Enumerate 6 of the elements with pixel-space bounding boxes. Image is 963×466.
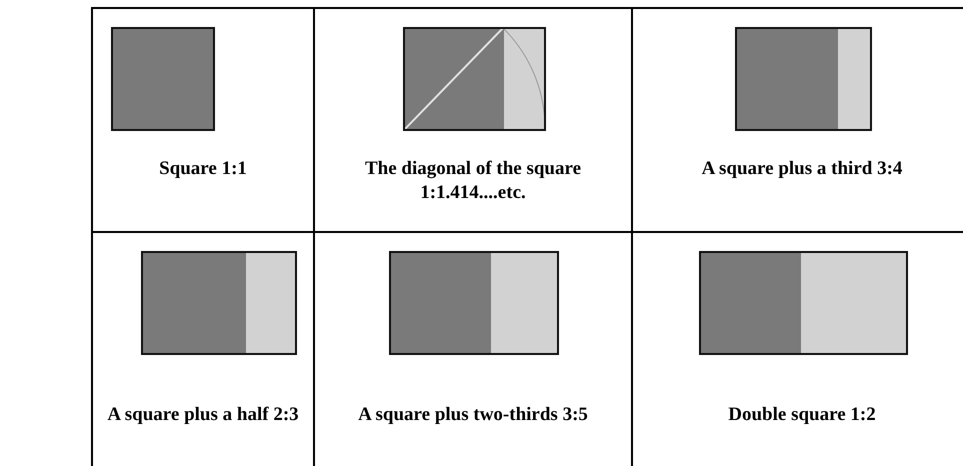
caption-text: A square plus a half 2:3 [106, 403, 300, 427]
caption-text: The diagonal of the square 1:1.414....etc. [364, 157, 582, 205]
caption-text: Double square 1:2 [727, 403, 877, 427]
caption-text: Square 1:1 [158, 157, 248, 181]
caption-text: A square plus two-thirds 3:5 [357, 403, 589, 427]
caption-text: A square plus a third 3:4 [700, 157, 904, 181]
